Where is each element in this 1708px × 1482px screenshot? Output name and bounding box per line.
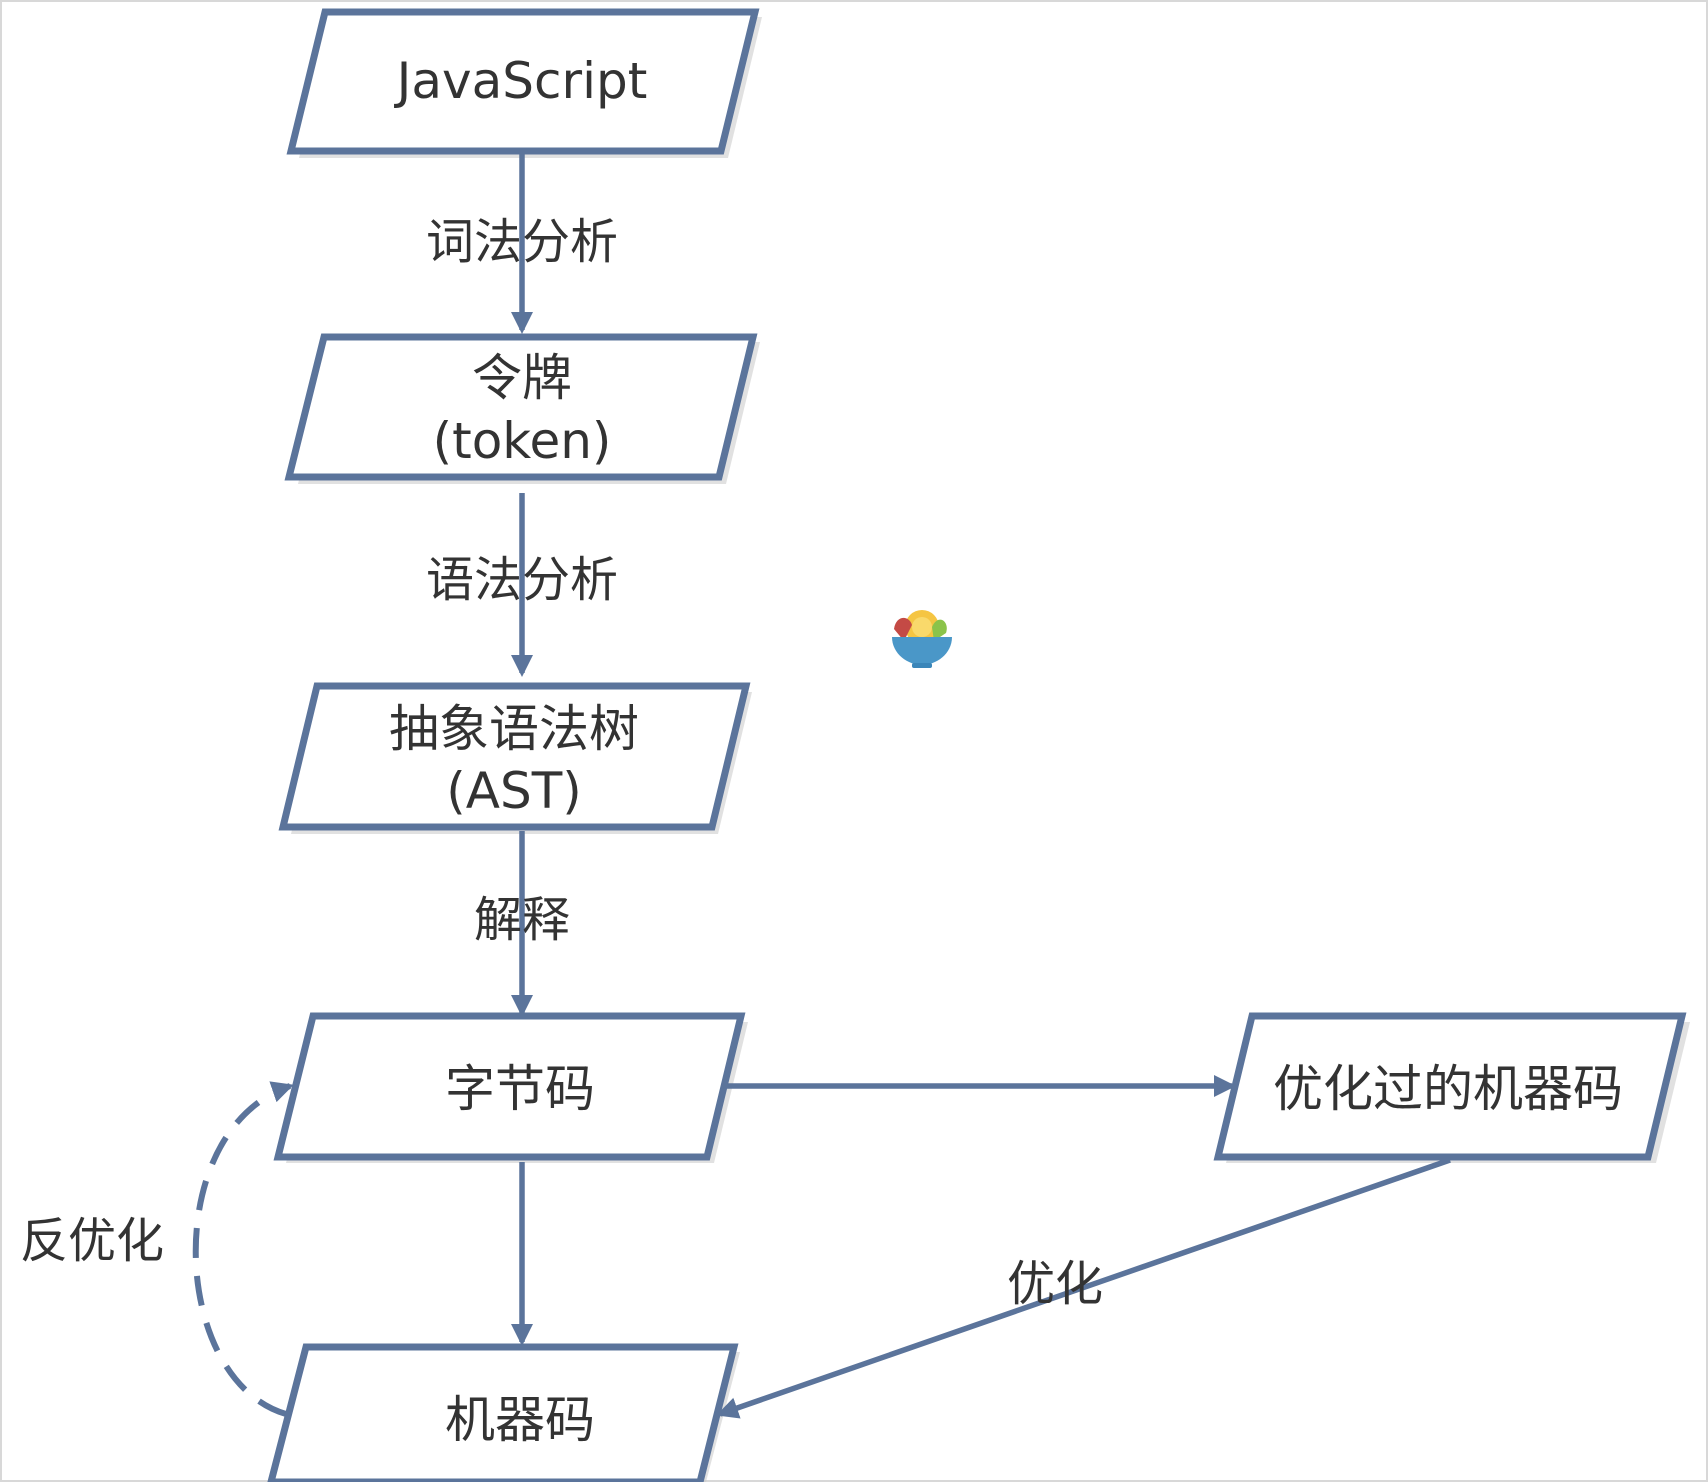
ast-label-line1: 抽象语法树 [389, 700, 639, 758]
edge-optimize [716, 1157, 1451, 1419]
bytecode-label: 字节码 [445, 1060, 595, 1118]
javascript-label: JavaScript [394, 52, 648, 110]
optimize-label: 优化 [1007, 1256, 1103, 1312]
edge-deoptimize [192, 1081, 294, 1417]
bytecode-node [273, 1012, 746, 1161]
token-label-line1: 令牌 [472, 349, 572, 407]
optimized-machine-code-label: 优化过的机器码 [1273, 1060, 1623, 1118]
token-label-line2: (token) [433, 412, 612, 470]
interpret-label: 解释 [474, 892, 570, 948]
lexical-analysis-label: 词法分析 [426, 214, 618, 270]
fruit-bowl-icon [892, 610, 952, 668]
ast-label-line2: (AST) [446, 762, 582, 820]
javascript-node [286, 8, 760, 155]
machine-code-label: 机器码 [445, 1391, 595, 1449]
token-node [284, 333, 758, 481]
machine-code-node [267, 1343, 739, 1482]
syntax-analysis-label: 语法分析 [426, 552, 618, 608]
ast-node [278, 682, 751, 831]
optimized-machine-code-node [1213, 1012, 1687, 1161]
deoptimize-label: 反优化 [20, 1213, 164, 1269]
